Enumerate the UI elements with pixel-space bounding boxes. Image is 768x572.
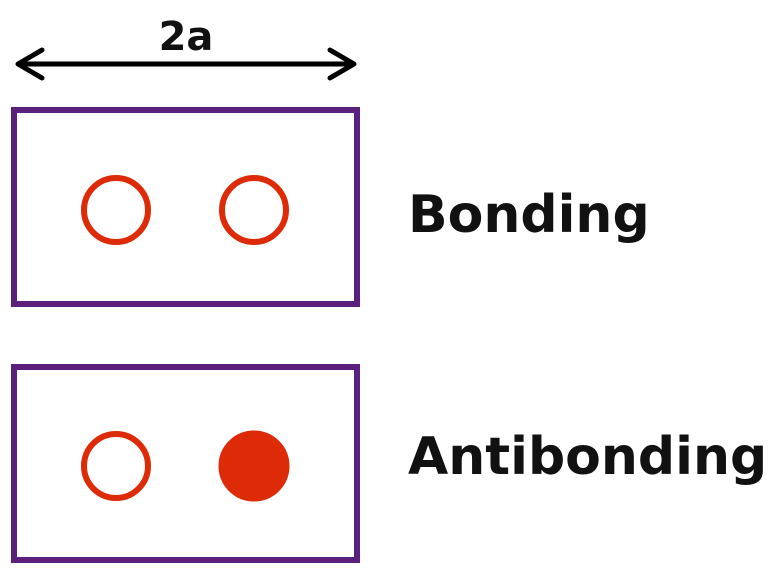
antibonding-label: Antibonding (408, 427, 767, 487)
bonding-site-left (81, 175, 151, 245)
antibonding-site-left (81, 431, 151, 501)
bonding-label: Bonding (408, 185, 650, 245)
arrow-head-right (327, 47, 357, 81)
antibonding-site-right (218, 430, 290, 502)
bonding-box (11, 107, 360, 307)
bonding-row: Bonding (11, 107, 650, 307)
dimension-arrow: 2a (15, 14, 357, 81)
antibonding-row: Antibonding (11, 364, 767, 563)
dimension-label: 2a (159, 14, 214, 60)
arrow-head-left (15, 47, 45, 81)
bonding-site-right (219, 175, 289, 245)
antibonding-box (11, 364, 360, 563)
